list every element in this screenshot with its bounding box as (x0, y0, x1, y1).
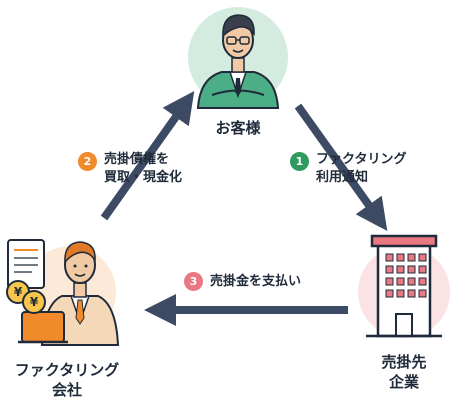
step-1-badge: 1 (290, 152, 309, 171)
arrow-factoring-to-customer (100, 90, 195, 221)
step-2-label-line2: 買取・現金化 (104, 170, 183, 185)
step-3-label: 売掛金を支払い (210, 274, 302, 289)
step-3-badge: 3 (184, 272, 203, 291)
factoring-company-label: ファクタリング 会社 (2, 360, 132, 400)
arrow-customer-to-debtor (294, 103, 388, 232)
customer-label: お客様 (215, 119, 261, 137)
debtor-label-line1: 売掛先 (381, 353, 427, 371)
debtor-label-line2: 企業 (388, 373, 419, 391)
step-1-label-line2: 利用通知 (316, 170, 369, 185)
step-1-label-line1: ファクタリング (316, 152, 407, 167)
businessman-icon (188, 7, 288, 109)
debtor-label: 売掛先 企業 (364, 352, 444, 392)
yen-symbol: ¥ (30, 295, 39, 309)
step-1-label: ファクタリング 利用通知 (316, 151, 406, 187)
step-2-label-line1: 売掛債権を (104, 152, 170, 167)
step-2-badge: 2 (78, 152, 97, 171)
businessman-with-laptop-and-yen-coins-icon: ¥ ¥ (6, 239, 120, 346)
office-building-icon (358, 234, 450, 338)
factoring-company-label-line2: 会社 (51, 381, 82, 399)
yen-symbol: ¥ (14, 285, 23, 299)
step-2-label: 売掛債権を 買取・現金化 (104, 151, 182, 187)
factoring-company-label-line1: ファクタリング (14, 361, 120, 379)
